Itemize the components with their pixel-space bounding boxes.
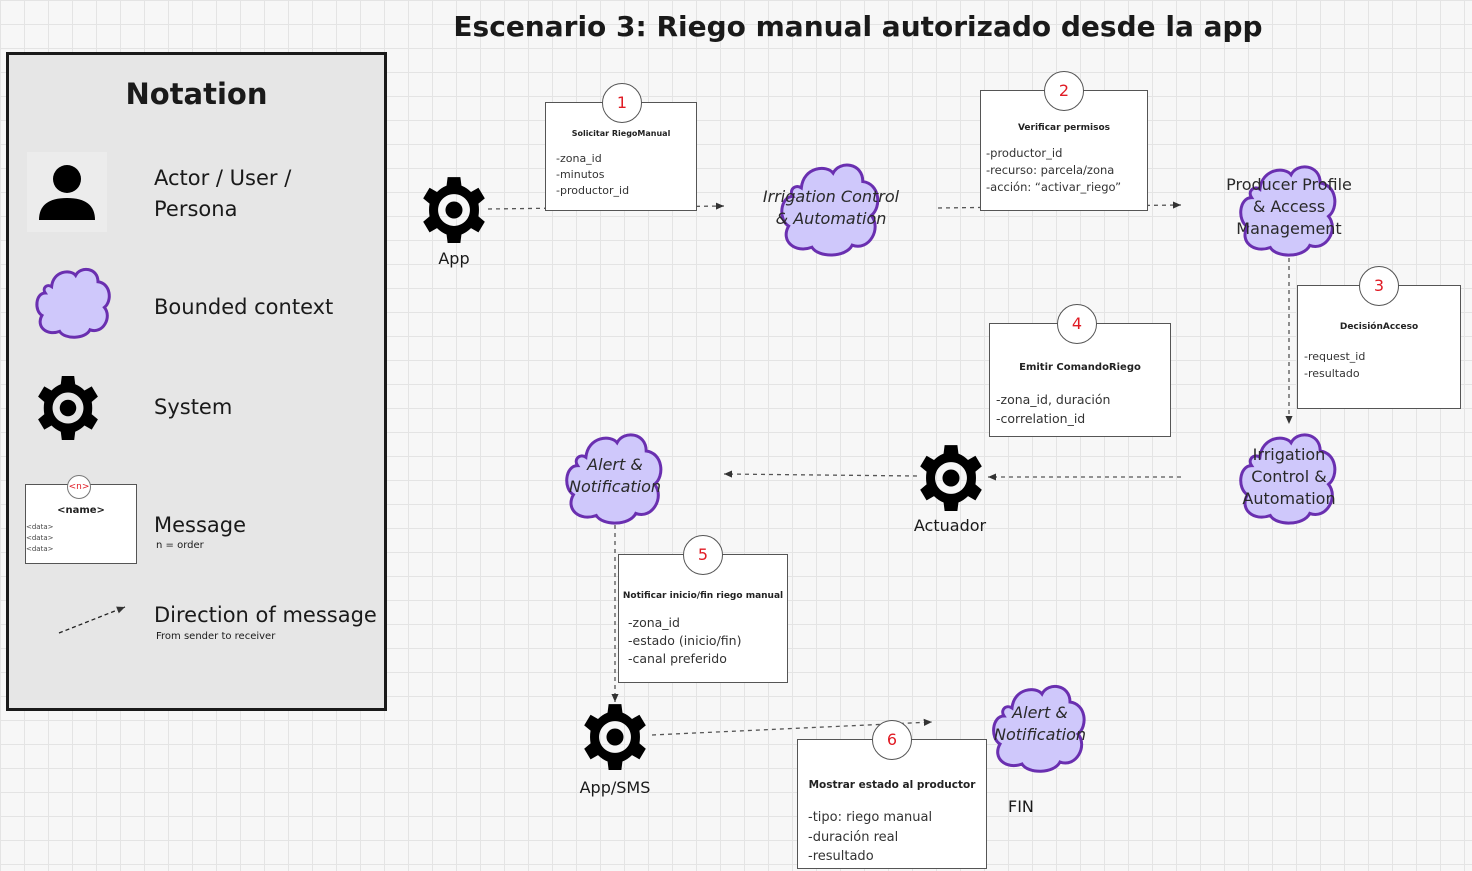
legend-sample-name: <name> — [57, 505, 105, 516]
message-6: 6 Mostrar estado al productor -tipo: rie… — [797, 720, 987, 869]
notation-legend: Notation Actor / User / Persona Bounded … — [6, 52, 387, 711]
message-name: Verificar permisos — [1017, 123, 1111, 133]
gear-icon — [38, 376, 98, 440]
context-producer-profile: Producer Profile & Access Management — [1181, 156, 1397, 260]
message-fields: -productor_id -recurso: parcela/zona -ac… — [986, 146, 1122, 194]
context-label: Irrigation Control & Automation — [1242, 445, 1336, 508]
message-name: DecisiónAcceso — [1339, 322, 1419, 332]
legend-direction-label: Direction of message — [154, 603, 377, 627]
system-appsms-label: App/SMS — [579, 778, 651, 797]
message-1: 1 Solicitar RiegoManual -zona_id -minuto… — [545, 83, 697, 211]
arrow-actuador-to-alert — [723, 470, 918, 478]
legend-sample-data: <data> <data> <data> — [26, 523, 54, 553]
message-4: 4 Emitir ComandoRiego -zona_id, duración… — [989, 304, 1171, 437]
context-alert-left: Alert & Notification — [507, 424, 723, 528]
diagram-title: Escenario 3: Riego manual autorizado des… — [453, 10, 1263, 43]
order-badge: 2 — [1044, 71, 1084, 111]
context-alert-bottom: Alert & Notification — [932, 676, 1148, 776]
legend-actor-label: Actor / User / Persona — [154, 166, 292, 221]
message-3: 3 DecisiónAcceso -request_id -resultado — [1297, 266, 1461, 409]
legend-message-label: Message — [154, 513, 247, 537]
system-actuador-label: Actuador — [913, 516, 987, 535]
gear-icon — [423, 177, 485, 243]
message-fields: -zona_id, duración -correlation_id — [996, 392, 1111, 426]
message-name: Solicitar RiegoManual — [571, 129, 671, 138]
legend-title: Notation — [125, 77, 268, 111]
cloud-icon — [35, 268, 111, 339]
message-fields: -zona_id -minutos -productor_id — [556, 152, 630, 197]
message-5: 5 Notificar inicio/fin riego manual -zon… — [618, 535, 788, 683]
system-app-label: App — [438, 249, 470, 268]
message-fields: -zona_id -estado (inicio/fin) -canal pre… — [628, 615, 742, 666]
context-irrigation-right: Irrigation Control & Automation — [1181, 424, 1397, 528]
context-irrigation-top: Irrigation Control & Automation — [724, 154, 938, 260]
context-label: Irrigation Control & Automation — [762, 187, 900, 228]
order-badge: 6 — [872, 720, 912, 760]
message-fields: -request_id -resultado — [1304, 350, 1366, 380]
order-badge: 3 — [1359, 266, 1399, 306]
legend-context-label: Bounded context — [154, 295, 334, 319]
legend-system-label: System — [154, 395, 233, 419]
legend-direction-note: From sender to receiver — [156, 631, 276, 642]
gear-icon — [920, 445, 982, 511]
order-badge: 1 — [602, 83, 642, 123]
dashed-arrow-icon — [58, 606, 126, 634]
message-2: 2 Verificar permisos -productor_id -recu… — [980, 71, 1148, 211]
context-label: Producer Profile & Access Management — [1226, 175, 1352, 238]
order-badge: 5 — [683, 535, 723, 575]
message-name: Emitir ComandoRiego — [1019, 362, 1141, 373]
legend-message-note: n = order — [156, 540, 204, 551]
legend-message-sample: <n> <name> <data> <data> <data> — [25, 475, 137, 564]
person-icon — [27, 152, 107, 232]
message-name: Notificar inicio/fin riego manual — [622, 591, 784, 601]
context-label: Alert & Notification — [568, 455, 662, 496]
message-fields: -tipo: riego manual -duración real -resu… — [808, 810, 933, 864]
order-badge: 4 — [1057, 304, 1097, 344]
legend-order-badge: <n> — [67, 475, 91, 499]
message-name: Mostrar estado al productor — [808, 779, 976, 791]
gear-icon — [584, 704, 646, 770]
end-label: FIN — [1008, 797, 1034, 816]
context-label: Alert & Notification — [993, 703, 1087, 744]
